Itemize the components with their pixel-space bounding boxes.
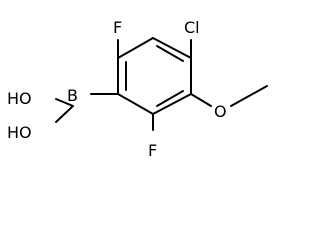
atom-hydroxyl-top: HO (7, 89, 32, 108)
ring-bond-c3-c4 (117, 93, 154, 115)
bond-b-oh-bottom (55, 105, 74, 123)
atom-methoxy-oxygen: O (214, 102, 227, 121)
atom-fluorine-bottom: F (148, 141, 157, 160)
ring-inner-bond-top (156, 45, 184, 62)
atom-hydroxyl-bottom: HO (7, 123, 32, 142)
substituent-bonds (55, 39, 268, 131)
ring-bond-c1-c2 (117, 37, 154, 59)
atom-fluorine-top: F (113, 18, 122, 37)
bond-c5-o (190, 93, 212, 107)
benzene-ring (117, 37, 192, 115)
ring-inner-bond-right (156, 90, 184, 107)
atom-chlorine: Cl (184, 18, 200, 37)
bond-b-oh-top (55, 98, 74, 107)
ring-bond-c6-c1 (152, 37, 192, 59)
bond-o-methyl (230, 85, 268, 107)
ring-bond-c4-c5 (152, 93, 192, 115)
atom-boron: B (67, 86, 78, 105)
chemical-structure: F Cl B HO HO F O (7, 18, 268, 160)
